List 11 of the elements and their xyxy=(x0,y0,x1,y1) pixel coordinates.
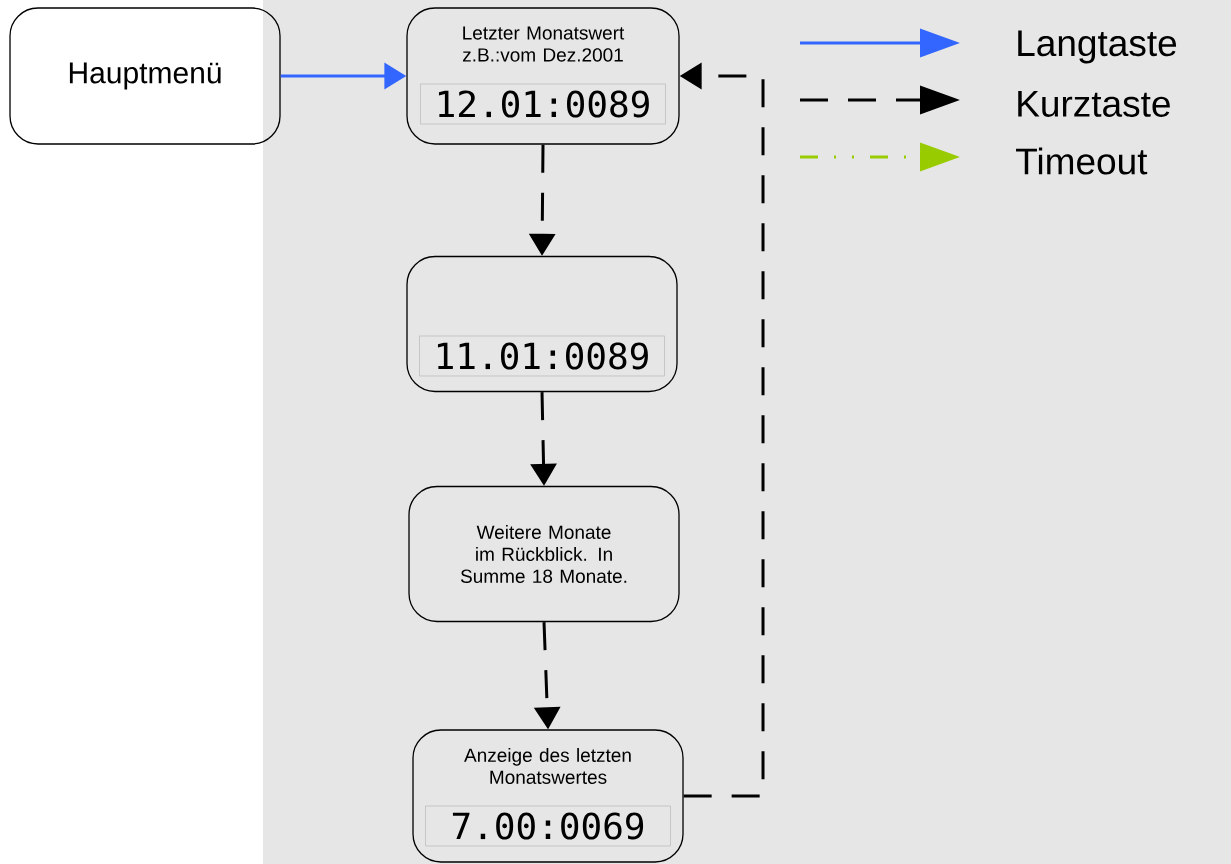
lcd-readout: 11.01:0089 xyxy=(419,335,665,377)
display-box xyxy=(406,255,678,393)
legend-label: Timeout xyxy=(1016,147,1148,175)
display-box: Letzter Monatswert z.B.:vom Dez.2001 12.01:0089 xyxy=(406,7,680,145)
display-box: Hauptmenü xyxy=(9,7,281,145)
lcd-readout: 12.01:0089 xyxy=(420,83,666,125)
display-box: Anzeige des letzten Monatswertes 7.00:0069 xyxy=(412,729,684,863)
legend-label: Kurztaste xyxy=(1018,91,1170,117)
legend-label: Langtaste xyxy=(1018,30,1177,64)
display-box: Weitere Monate im Rückblick. In Summe 18 Monate. xyxy=(408,485,680,623)
lcd-readout: 7.00:0069 xyxy=(425,805,671,847)
